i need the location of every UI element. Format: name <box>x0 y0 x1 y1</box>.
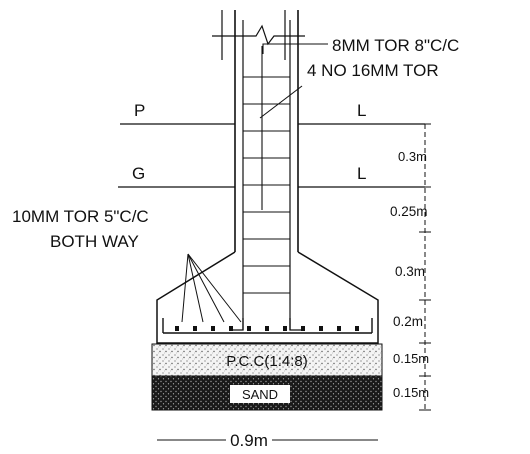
mesh-leader-3 <box>187 253 225 323</box>
depth-label-3: 0.3m <box>395 264 425 279</box>
column-break-line <box>212 24 305 46</box>
stirrup-leader <box>262 43 328 54</box>
plinth-level-p: P <box>134 101 145 120</box>
depth-label-4: 0.2m <box>393 314 423 329</box>
main-bar-leader <box>259 85 303 119</box>
sand-label: SAND <box>242 387 278 402</box>
main-bar-bend-left <box>230 318 244 331</box>
depth-label-6: 0.15m <box>393 385 429 400</box>
cross-bar-dots <box>175 326 359 331</box>
mesh-leader-4 <box>187 253 242 323</box>
depth-dimension-ticks <box>419 123 431 411</box>
stirrup-label: 8MM TOR 8"C/C <box>332 36 459 55</box>
main-bar-label: 4 NO 16MM TOR <box>307 61 439 80</box>
main-bar-bend-right <box>289 318 303 331</box>
depth-label-1: 0.3m <box>398 149 427 164</box>
footing-outline <box>156 251 379 344</box>
pcc-layer <box>151 343 383 377</box>
ground-level-g: G <box>132 164 145 183</box>
width-dimension-label: 0.9m <box>230 431 268 450</box>
mesh-leader-2 <box>187 253 204 323</box>
depth-label-5: 0.15m <box>393 351 429 366</box>
sand-label-box <box>230 385 290 403</box>
pcc-label: P.C.C(1:4:8) <box>226 353 307 370</box>
base-mesh-label-line1: 10MM TOR 5"C/C <box>12 207 149 226</box>
base-mesh-label-line2: BOTH WAY <box>50 232 139 251</box>
ground-level-l: L <box>357 164 366 183</box>
depth-label-2: 0.25m <box>390 204 428 219</box>
plinth-level-l: L <box>357 101 366 120</box>
mesh-leader-1 <box>181 253 189 323</box>
stirrups <box>243 76 290 294</box>
